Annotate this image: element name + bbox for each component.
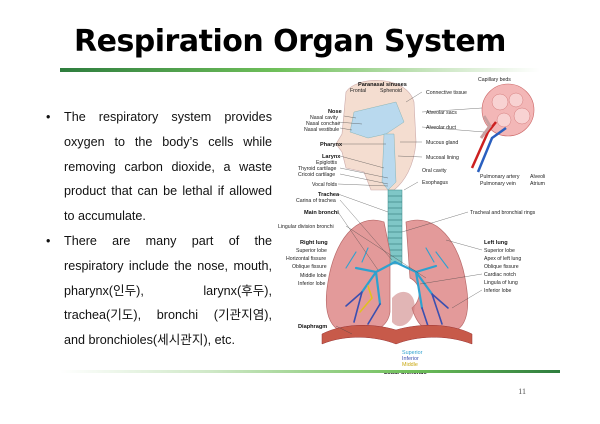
label-nasal-cavity: Nasal cavity: [310, 115, 338, 121]
label-frontal: Frontal: [350, 88, 366, 94]
footer-rule: [60, 370, 560, 373]
label-vocal-folds: Vocal folds: [312, 182, 337, 188]
page-number: 11: [518, 387, 526, 396]
bronchial-tree: [345, 247, 449, 327]
label-capillary-beds: Capillary beds: [478, 77, 511, 83]
label-nasal-conchae: Nasal conchae: [306, 121, 340, 127]
label-larynx: Larynx: [322, 154, 341, 160]
bullet-item: • There are many part of the respiratory…: [44, 229, 272, 353]
slide-title: Respiration Organ System: [74, 24, 506, 59]
title-underline: [60, 68, 540, 72]
label-nose: Nose: [328, 109, 342, 115]
heart-shape: [392, 291, 415, 327]
label-connective-tissue: Connective tissue: [426, 90, 467, 96]
bullet-text: There are many part of the respiratory i…: [64, 233, 272, 348]
label-main-bronchi: Main bronchi: [304, 210, 339, 216]
label-left-inferior-lobe: Inferior lobe: [484, 288, 512, 294]
label-alveolar-sacs: Alveolar sacs: [426, 110, 457, 116]
label-oral-cavity: Oral cavity: [422, 168, 447, 174]
legend-superior: Superior: [402, 350, 423, 356]
bullet-dot: •: [46, 110, 51, 124]
label-tracheal-rings: Tracheal and bronchial rings: [470, 210, 536, 216]
tracheal-rings: [388, 195, 402, 257]
respiratory-system-diagram: Paranasal sinuses Frontal Sphenoid Nose …: [276, 72, 556, 378]
label-superior-lobe: Superior lobe: [296, 248, 327, 254]
label-mucous-gland: Mucous gland: [426, 140, 458, 146]
label-mucosal-lining: Mucosal lining: [426, 155, 459, 161]
label-middle-lobe: Middle lobe: [300, 273, 327, 279]
legend-inferior: Inferior: [402, 356, 419, 362]
label-oblique-fissure: Oblique fissure: [292, 264, 327, 270]
label-carina: Carina of trachea: [296, 198, 336, 204]
leader-lines: [335, 91, 485, 335]
label-alveoli: Alveoli: [530, 174, 545, 180]
label-esophagus: Esophagus: [422, 180, 448, 186]
label-lingular-division: Lingular division bronchi: [278, 224, 334, 230]
right-lung-shape: [325, 219, 391, 335]
label-epiglottis: Epiglottis: [316, 160, 337, 166]
legend-middle: Middle: [402, 362, 418, 368]
label-left-lung: Left lung: [484, 240, 508, 246]
label-alveolar-duct: Alveolar duct: [426, 125, 457, 131]
alveoli-inset: [470, 83, 535, 173]
label-left-superior-lobe: Superior lobe: [484, 248, 515, 254]
label-pulmonary-vein: Pulmonary vein: [480, 181, 516, 187]
label-apex: Apex of left lung: [484, 256, 521, 262]
bullet-list: • The respiratory system provides oxygen…: [44, 105, 272, 353]
label-inferior-lobe: Inferior lobe: [298, 281, 326, 287]
diaphragm-shape: [321, 324, 473, 345]
left-lung-shape: [405, 219, 469, 335]
label-left-oblique-fissure: Oblique fissure: [484, 264, 519, 270]
label-sphenoid: Sphenoid: [380, 88, 402, 94]
label-pulmonary-artery: Pulmonary artery: [480, 174, 520, 180]
label-thyroid-cartilage: Thyroid cartilage: [298, 166, 336, 172]
bullet-item: • The respiratory system provides oxygen…: [44, 105, 272, 229]
label-paranasal-sinuses: Paranasal sinuses: [358, 82, 407, 88]
label-trachea: Trachea: [318, 192, 340, 198]
label-cardiac-notch: Cardiac notch: [484, 272, 516, 278]
bullet-dot: •: [46, 233, 51, 248]
bullet-text: The respiratory system provides oxygen t…: [64, 110, 272, 224]
label-horizontal-fissure: Horizontal fissure: [286, 256, 326, 262]
label-diaphragm: Diaphragm: [298, 324, 327, 330]
label-lobar-bronchus: Lobar bronchus: [384, 370, 427, 376]
label-atrium: Atrium: [530, 181, 545, 187]
label-cricoid-cartilage: Cricoid cartilage: [298, 172, 335, 178]
label-pharynx: Pharynx: [320, 142, 343, 148]
label-nasal-vestibule: Nasal vestibule: [304, 127, 339, 133]
label-right-lung: Right lung: [300, 240, 328, 246]
trachea-shape: [387, 189, 403, 265]
label-lingula: Lingula of lung: [484, 280, 518, 286]
pharynx-airway: [381, 133, 397, 191]
